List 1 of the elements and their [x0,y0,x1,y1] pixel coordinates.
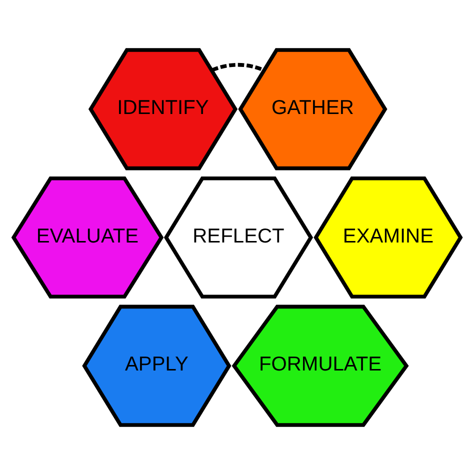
connector [211,62,265,72]
